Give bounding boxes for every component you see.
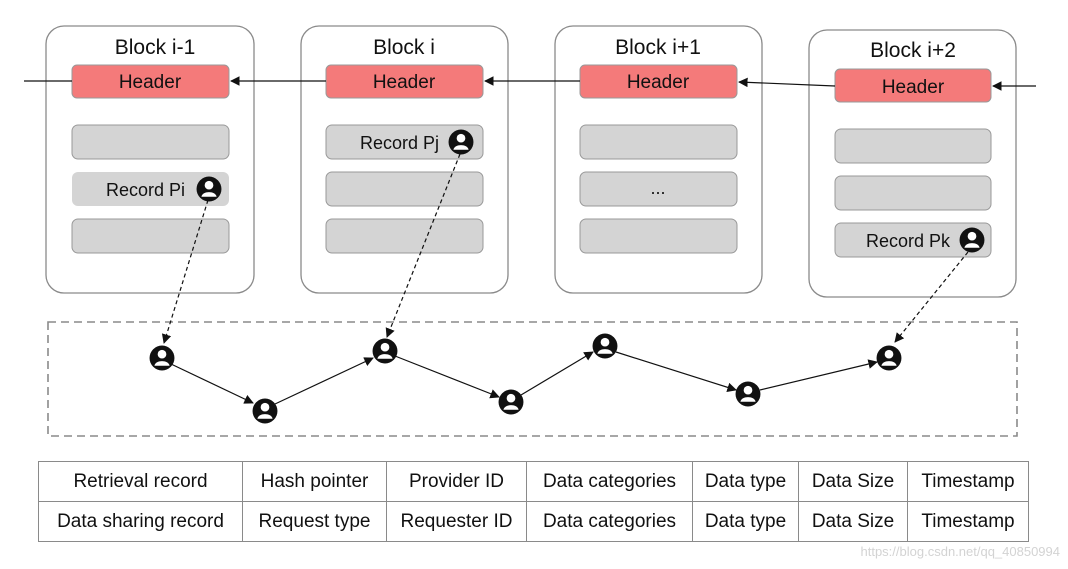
trace-nodes bbox=[149, 333, 902, 424]
block-title: Block i+2 bbox=[870, 39, 956, 62]
table-row-retrieval: Retrieval record Hash pointer Provider I… bbox=[38, 461, 1029, 502]
trace-arrow bbox=[170, 363, 254, 404]
user-icon bbox=[372, 338, 398, 364]
record-slot-highlighted bbox=[72, 172, 229, 206]
trace-arrow bbox=[520, 351, 594, 396]
header-label: Header bbox=[627, 72, 690, 93]
record-slot bbox=[579, 218, 738, 254]
record-slot-highlighted bbox=[834, 222, 992, 258]
trace-arrow bbox=[394, 355, 500, 399]
block-i-plus-2: Block i+2 Header Record Pk bbox=[808, 29, 1017, 298]
record-slot bbox=[579, 171, 738, 207]
table-row-data-sharing: Data sharing record Request type Request… bbox=[38, 501, 1029, 542]
table-cell: Timestamp bbox=[907, 501, 1029, 542]
table-cell: Data categories bbox=[526, 461, 693, 502]
record-link bbox=[385, 153, 461, 338]
table-cell: Requester ID bbox=[386, 501, 527, 542]
trace-path bbox=[170, 351, 878, 405]
watermark-text: https://blog.csdn.net/qq_40850994 bbox=[860, 544, 1061, 559]
record-slot bbox=[834, 175, 992, 211]
record-slot bbox=[325, 218, 484, 254]
record-slot bbox=[834, 128, 992, 164]
table-cell: Data sharing record bbox=[38, 501, 243, 542]
table-cell: Provider ID bbox=[386, 461, 527, 502]
table-cell: Request type bbox=[242, 501, 387, 542]
table-cell: Data categories bbox=[526, 501, 693, 542]
block-title: Block i bbox=[373, 36, 435, 59]
hash-chain-arrows bbox=[24, 76, 1036, 91]
user-icon bbox=[959, 227, 985, 253]
header-label: Header bbox=[882, 77, 945, 98]
trace-arrow bbox=[615, 351, 737, 392]
ellipsis-label: ... bbox=[650, 178, 665, 198]
user-icon bbox=[252, 398, 278, 424]
table-cell: Data Size bbox=[798, 461, 908, 502]
record-slot bbox=[71, 124, 230, 160]
record-slot bbox=[325, 171, 484, 207]
block-title: Block i-1 bbox=[115, 36, 196, 59]
record-link bbox=[161, 199, 209, 344]
table-cell: Hash pointer bbox=[242, 461, 387, 502]
block-i-plus-1: Block i+1 Header ... bbox=[554, 25, 763, 294]
block-i-minus-1: Block i-1 Header Record Pi bbox=[45, 25, 255, 294]
user-icon bbox=[735, 381, 761, 407]
user-icon bbox=[196, 176, 222, 202]
trace-arrow bbox=[274, 357, 374, 405]
record-links bbox=[161, 153, 969, 344]
record-slot-highlighted bbox=[325, 124, 484, 160]
block-title: Block i+1 bbox=[615, 36, 701, 59]
record-slot bbox=[71, 218, 230, 254]
table-cell: Retrieval record bbox=[38, 461, 243, 502]
user-icon bbox=[876, 345, 902, 371]
header-label: Header bbox=[373, 72, 436, 93]
chain-arrow bbox=[738, 77, 836, 88]
trace-arrow bbox=[759, 359, 878, 391]
table-cell: Data type bbox=[692, 501, 799, 542]
user-icon bbox=[592, 333, 618, 359]
table-cell: Data Size bbox=[798, 501, 908, 542]
record-label: Record Pi bbox=[106, 180, 185, 200]
trace-region bbox=[47, 321, 1018, 437]
user-icon bbox=[149, 345, 175, 371]
record-label: Record Pk bbox=[866, 231, 951, 251]
table-cell: Timestamp bbox=[907, 461, 1029, 502]
record-label: Record Pj bbox=[360, 133, 439, 153]
record-link bbox=[894, 251, 969, 343]
table-cell: Data type bbox=[692, 461, 799, 502]
record-slot bbox=[579, 124, 738, 160]
header-label: Header bbox=[119, 72, 182, 93]
user-icon bbox=[448, 129, 474, 155]
block-i: Block i Header Record Pj bbox=[300, 25, 509, 294]
user-icon bbox=[498, 389, 524, 415]
record-format-table: Retrieval record Hash pointer Provider I… bbox=[38, 461, 1029, 542]
